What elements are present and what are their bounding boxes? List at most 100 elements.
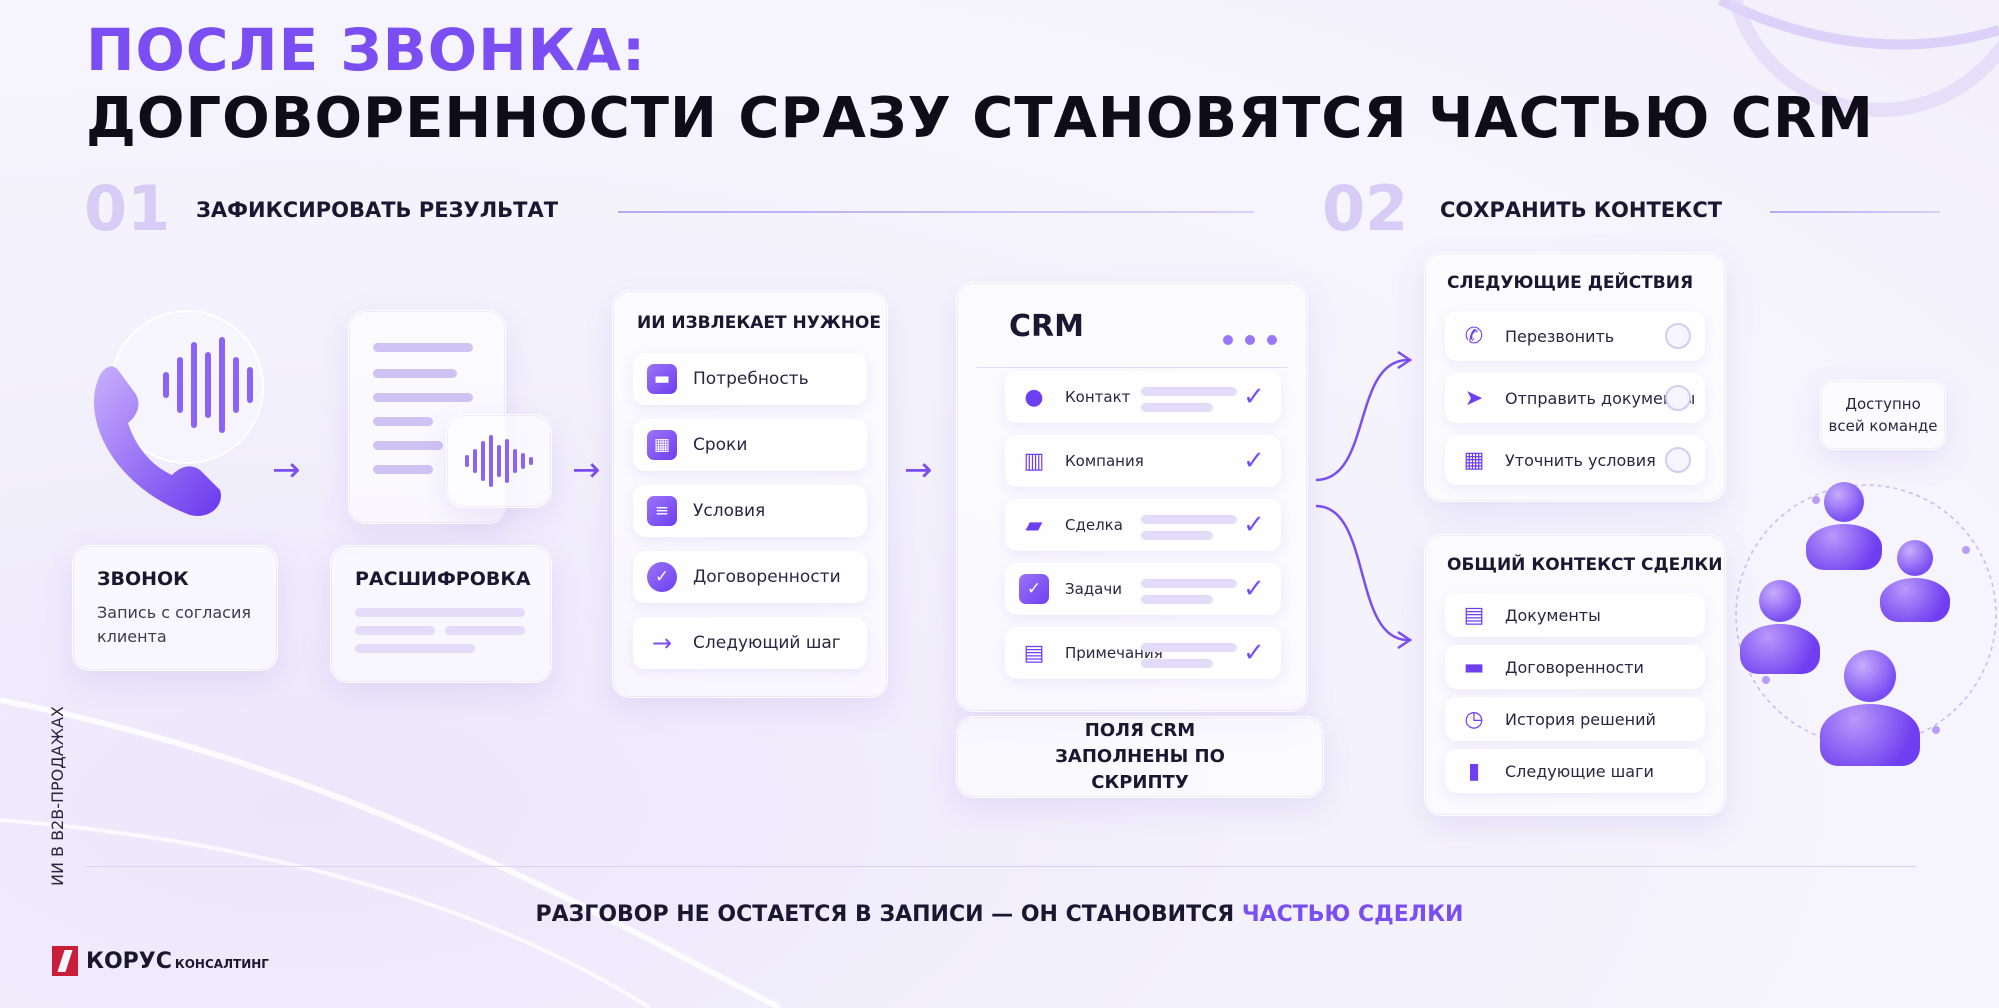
brand-mark-icon [52, 946, 78, 976]
context-label: Документы [1505, 605, 1601, 625]
crm-field-label: Задачи [1065, 580, 1122, 598]
arrow-right-icon: → [904, 450, 933, 490]
person-icon [1880, 540, 1950, 624]
document-icon: ≡ [647, 496, 677, 526]
check-icon: ✓ [1243, 446, 1265, 476]
ai-item-label: Следующий шаг [693, 633, 841, 653]
action-send-documents[interactable]: ➤ Отправить документы [1445, 373, 1705, 423]
page-title-line2: ДОГОВОРЕННОСТИ СРАЗУ СТАНОВЯТСЯ ЧАСТЬЮ C… [86, 86, 1874, 151]
footer-text-accent: ЧАСТЬЮ СДЕЛКИ [1241, 902, 1464, 927]
arrow-right-icon: → [272, 450, 301, 490]
context-next-steps: ▮ Следующие шаги [1445, 749, 1705, 793]
ai-item-label: Потребность [693, 369, 809, 389]
brand-logo: КОРУС КОНСАЛТИНГ [52, 946, 269, 976]
radio-circle[interactable] [1665, 447, 1691, 473]
team-bubble-text: Доступно всей команде [1828, 395, 1938, 435]
arrow-right-icon: → [572, 450, 601, 490]
crm-caption-card: ПОЛЯ CRM ЗАПОЛНЕНЫ ПО СКРИПТУ [956, 716, 1324, 798]
team-network [1735, 484, 1997, 746]
context-documents: ▤ Документы [1445, 593, 1705, 637]
page-title-line1: ПОСЛЕ ЗВОНКА: [86, 16, 647, 84]
transcript-card-title: РАСШИФРОВКА [355, 568, 531, 590]
calendar-icon: ▦ [1463, 447, 1485, 473]
user-icon: ● [1024, 384, 1044, 410]
ai-item-deadlines: ▦ Сроки [633, 419, 867, 471]
step1-number: 01 [84, 172, 171, 245]
context-label: Договоренности [1505, 657, 1644, 677]
branch-arrows [1315, 350, 1413, 650]
action-call-back[interactable]: ✆ Перезвонить [1445, 311, 1705, 361]
crm-field-label: Контакт [1065, 388, 1131, 406]
footer-divider [86, 866, 1916, 867]
person-icon [1740, 580, 1820, 676]
arrow-right-icon: → [651, 629, 673, 657]
action-clarify-terms[interactable]: ▦ Уточнить условия [1445, 435, 1705, 485]
document-icon: ▤ [1463, 602, 1485, 628]
next-actions-title: СЛЕДУЮЩИЕ ДЕЙСТВИЯ [1447, 273, 1694, 293]
ai-item-label: Договоренности [693, 567, 841, 587]
ai-item-label: Условия [693, 501, 766, 521]
note-icon: ▤ [1023, 640, 1045, 666]
phone-icon [94, 366, 221, 516]
brand-suffix: КОНСАЛТИНГ [174, 957, 269, 971]
team-bubble: Доступно всей команде [1820, 380, 1946, 450]
crm-field-deal: ▰ Сделка ✓ [1005, 499, 1281, 551]
crm-window: CRM ● Контакт ✓ ▥ Компания ✓ ▰ Сделка ✓ … [956, 282, 1308, 712]
step2-label: СОХРАНИТЬ КОНТЕКСТ [1440, 198, 1723, 222]
ai-item-need: ▬ Потребность [633, 353, 867, 405]
crm-field-company: ▥ Компания ✓ [1005, 435, 1281, 487]
radio-circle[interactable] [1665, 323, 1691, 349]
footer-text-main: РАЗГОВОР НЕ ОСТАЕТСЯ В ЗАПИСИ — ОН СТАНО… [535, 902, 1242, 927]
bar-chart-icon: ▮ [1467, 758, 1481, 784]
checkbox-icon: ✓ [1019, 574, 1049, 604]
crm-field-label: Примечания [1065, 644, 1163, 662]
call-card-subtitle: Запись с согласия клиента [97, 603, 251, 646]
check-icon: ✓ [1243, 382, 1265, 412]
ai-item-next-step: → Следующий шаг [633, 617, 867, 669]
person-icon [1806, 482, 1882, 572]
action-label: Уточнить условия [1505, 450, 1656, 470]
step2-divider [1770, 211, 1940, 213]
sound-wave-icon [163, 337, 253, 433]
chat-icon: ▬ [647, 364, 677, 394]
audio-wave-card [446, 414, 552, 508]
clock-icon: ◷ [1464, 706, 1484, 732]
person-icon [1820, 650, 1920, 768]
ai-item-terms: ≡ Условия [633, 485, 867, 537]
crm-field-label: Сделка [1065, 516, 1123, 534]
context-label: Следующие шаги [1505, 761, 1654, 781]
sound-wave-icon [465, 435, 533, 487]
crm-field-label: Компания [1065, 452, 1144, 470]
step2-number: 02 [1322, 172, 1409, 245]
building-icon: ▥ [1023, 448, 1045, 474]
crm-title: CRM [1009, 309, 1084, 344]
step1-divider [618, 211, 1254, 213]
check-icon: ✓ [1243, 574, 1265, 604]
deal-context-title: ОБЩИЙ КОНТЕКСТ СДЕЛКИ [1447, 555, 1723, 575]
action-label: Отправить документы [1505, 388, 1696, 408]
calendar-icon: ▦ [647, 430, 677, 460]
footer-statement: РАЗГОВОР НЕ ОСТАЕТСЯ В ЗАПИСИ — ОН СТАНО… [0, 902, 1999, 927]
deal-context-card: ОБЩИЙ КОНТЕКСТ СДЕЛКИ ▤ Документы ▬ Дого… [1424, 534, 1726, 816]
action-label: Перезвонить [1505, 326, 1615, 346]
crm-field-notes: ▤ Примечания ✓ [1005, 627, 1281, 679]
phone-icon: ✆ [1464, 323, 1484, 349]
brand-name: КОРУС [86, 948, 172, 974]
radio-circle[interactable] [1665, 385, 1691, 411]
check-icon: ✓ [1243, 510, 1265, 540]
chat-icon: ▬ [1463, 654, 1485, 680]
window-dots-icon [1223, 335, 1293, 345]
crm-caption: ПОЛЯ CRM ЗАПОЛНЕНЫ ПО СКРИПТУ [1055, 720, 1225, 793]
next-actions-card: СЛЕДУЮЩИЕ ДЕЙСТВИЯ ✆ Перезвонить ➤ Отпра… [1424, 252, 1726, 502]
crm-field-contact: ● Контакт ✓ [1005, 371, 1281, 423]
call-card-title: ЗВОНОК [97, 568, 189, 590]
check-icon: ✓ [1243, 638, 1265, 668]
call-card: ЗВОНОК Запись с согласия клиента [72, 545, 278, 671]
briefcase-icon: ▰ [1025, 512, 1043, 538]
transcript-card: РАСШИФРОВКА [330, 545, 552, 683]
crm-field-tasks: ✓ Задачи ✓ [1005, 563, 1281, 615]
send-icon: ➤ [1464, 385, 1484, 411]
step1-label: ЗАФИКСИРОВАТЬ РЕЗУЛЬТАТ [196, 198, 559, 222]
call-illustration [80, 310, 280, 520]
